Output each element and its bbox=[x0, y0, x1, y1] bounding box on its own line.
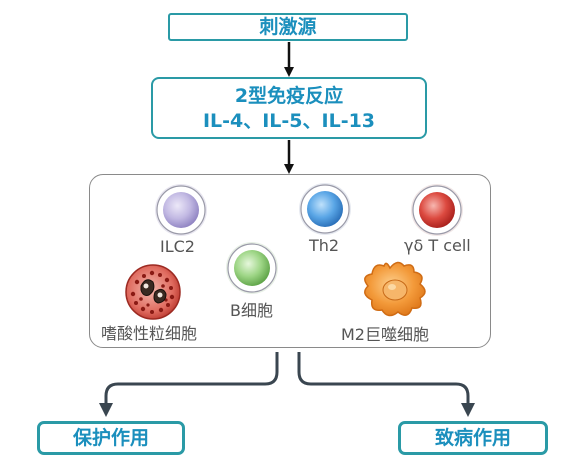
b-cell-icon bbox=[226, 242, 278, 294]
eosinophil-label: 嗜酸性粒细胞 bbox=[101, 324, 198, 343]
response-title: 2型免疫反应 bbox=[234, 85, 344, 107]
b-cell-label: B细胞 bbox=[230, 301, 273, 320]
pathogenic-label: 致病作用 bbox=[434, 427, 511, 449]
m2-macrophage-icon bbox=[364, 261, 426, 317]
th2-label: Th2 bbox=[309, 236, 340, 255]
eosinophil-cell-icon bbox=[125, 264, 181, 320]
m2-macrophage-label: M2巨噬细胞 bbox=[341, 325, 429, 344]
stimulus-label: 刺激源 bbox=[259, 16, 317, 38]
gamma-delta-t-cell-icon bbox=[411, 184, 463, 236]
th2-cell-icon bbox=[299, 183, 351, 235]
arrow-to-protective bbox=[99, 352, 279, 417]
ilc2-label: ILC2 bbox=[160, 237, 195, 256]
type2-immune-response-box: 2型免疫反应 IL-4、IL-5、IL-13 bbox=[151, 77, 427, 139]
ilc2-cell-icon bbox=[155, 184, 207, 236]
stimulus-box: 刺激源 bbox=[168, 13, 408, 41]
arrow-to-pathogenic bbox=[297, 352, 475, 417]
protective-effect-box: 保护作用 bbox=[37, 421, 185, 455]
gamma-delta-t-cell-label: γδ T cell bbox=[404, 236, 471, 255]
pathogenic-effect-box: 致病作用 bbox=[398, 421, 548, 455]
protective-label: 保护作用 bbox=[72, 427, 149, 449]
cytokine-list: IL-4、IL-5、IL-13 bbox=[202, 110, 376, 132]
